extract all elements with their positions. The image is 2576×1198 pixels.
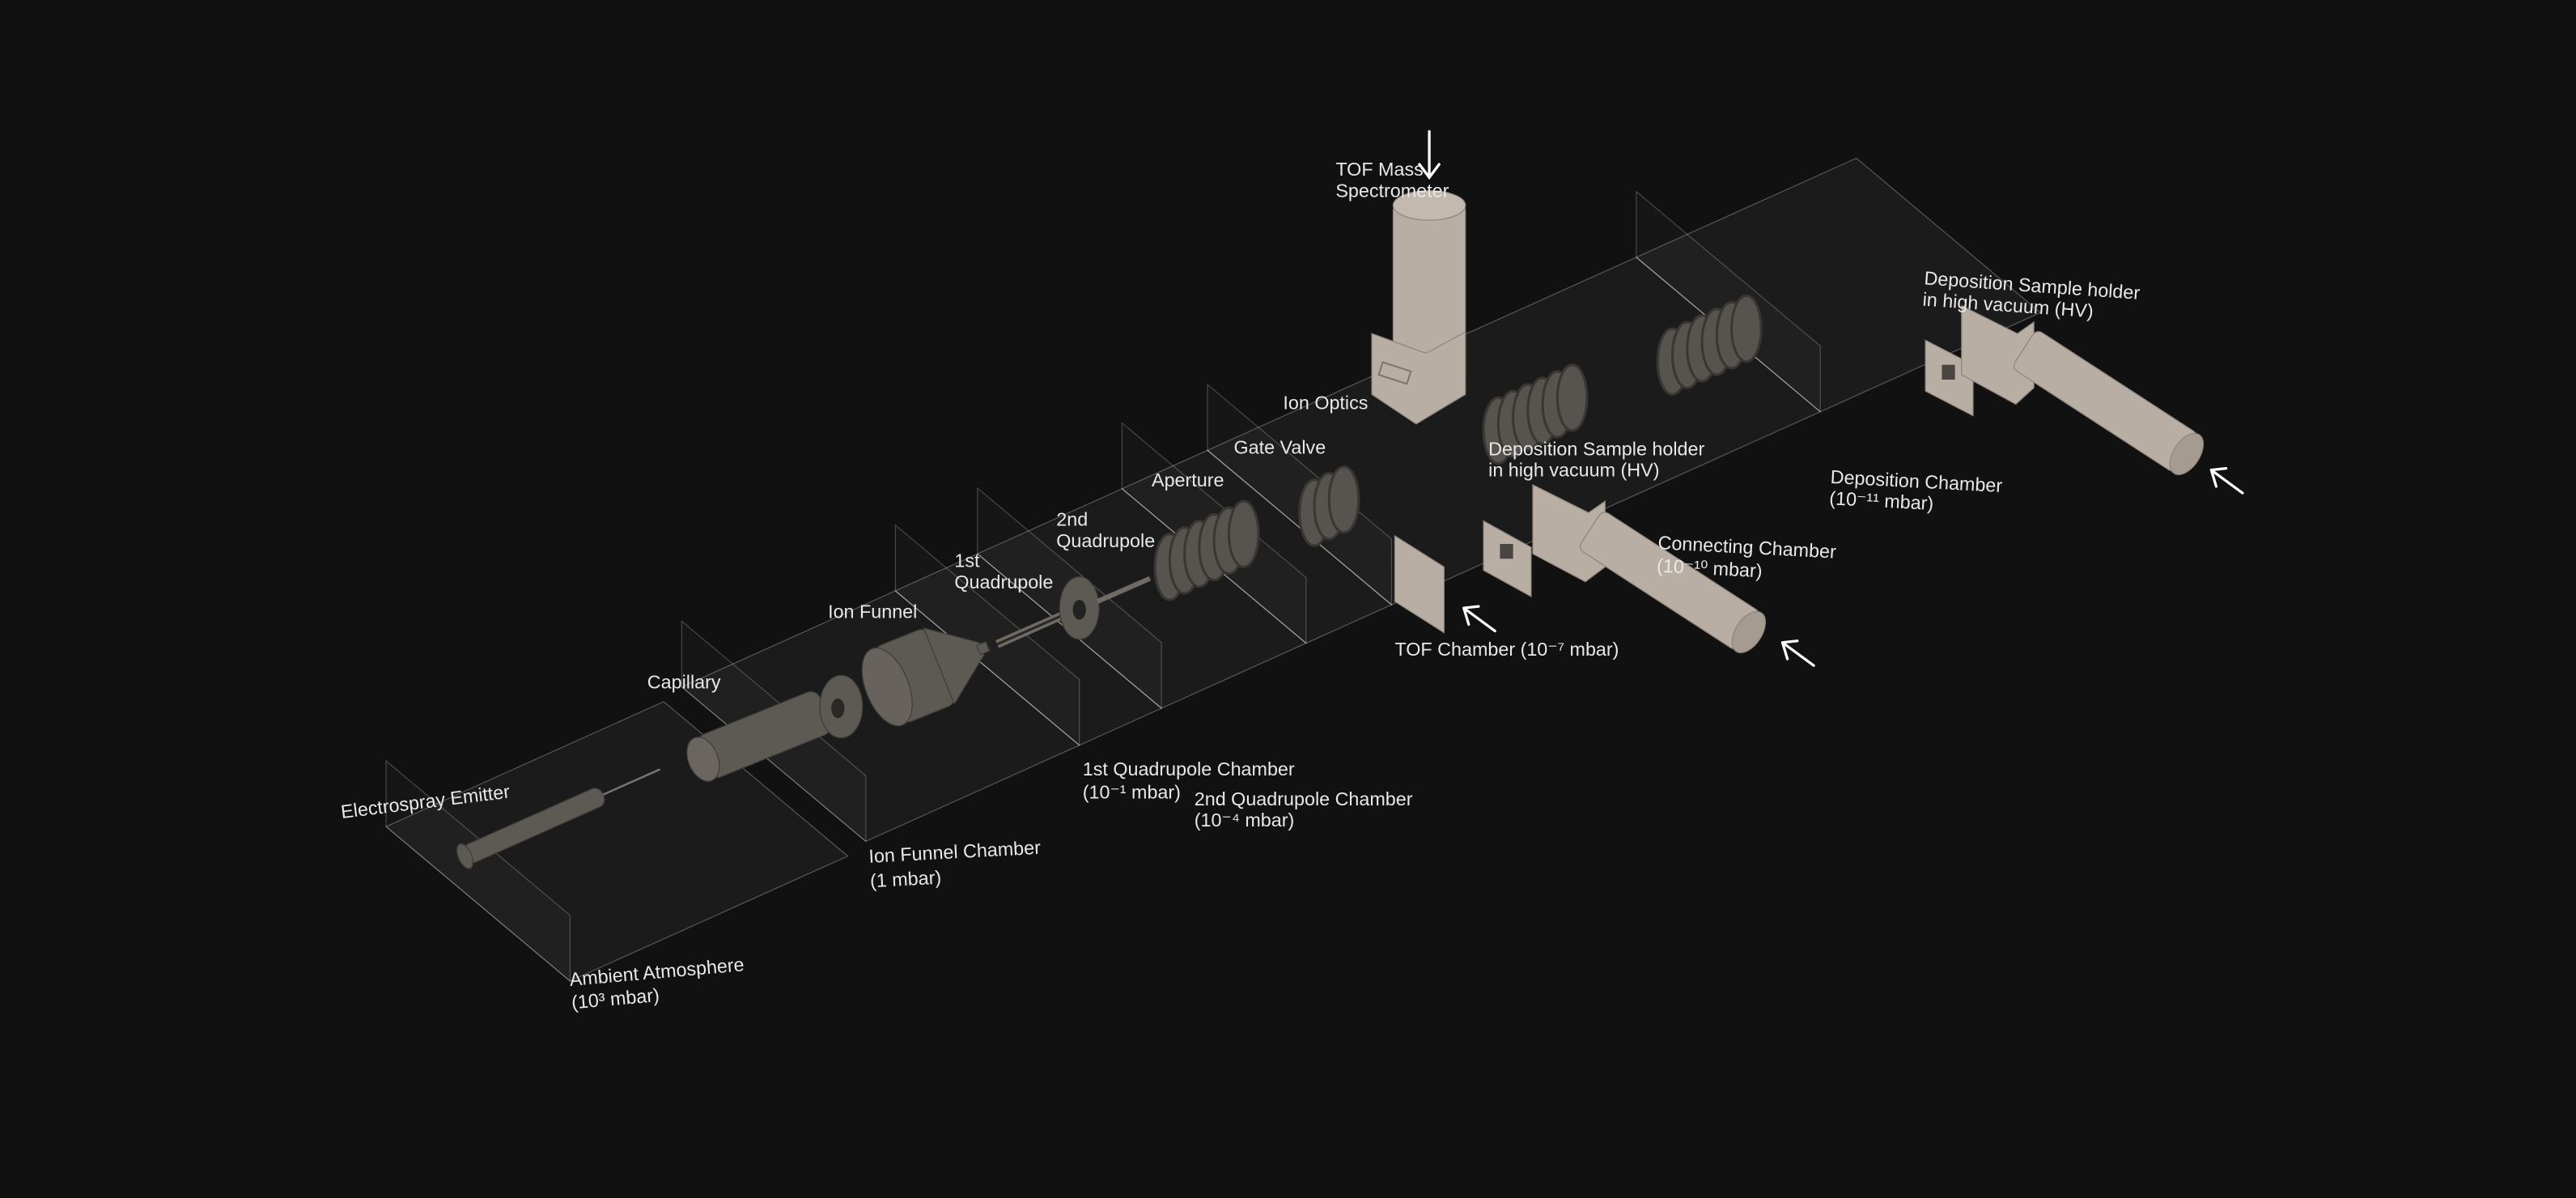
label-capillary: Capillary (647, 672, 721, 693)
label-aperture: Aperture (1152, 469, 1224, 491)
arrow-down-icon (1418, 130, 1441, 180)
label-ion-funnel-chamber: Ion Funnel Chamber(1 mbar) (868, 837, 1043, 892)
chamber-wall-first-quadrupole (894, 524, 1080, 746)
first-quadrupole (995, 576, 1152, 648)
connecting-coil (1482, 363, 1589, 465)
label-ion-optics: Ion Optics (1283, 393, 1368, 414)
label-second-quadrupole-chamber: 2nd Quadrupole Chamber(10⁻⁴ mbar) (1195, 788, 1413, 831)
second-quadrupole-coil (1153, 499, 1260, 601)
arrow-up-left-icon (2209, 466, 2244, 495)
chamber-wall-deposition (1636, 190, 1821, 413)
deposition-sample-holder-right (1925, 304, 2205, 475)
gate-valve-coil (1298, 465, 1360, 547)
chamber-floor-second-quadrupole (976, 488, 1307, 709)
label-sample-holder-right: Deposition Sample holderin high vacuum (… (1922, 267, 2141, 325)
label-deposition-chamber: Deposition Chamber(10⁻¹¹ mbar) (1829, 466, 2003, 517)
deposition-coil (1656, 294, 1763, 396)
label-connecting-chamber: Connecting Chamber(10⁻¹⁰ mbar) (1656, 532, 1836, 585)
tof-mass-spectrometer (1371, 189, 1466, 425)
ion-optics-coils (1153, 294, 1763, 601)
chamber-wall-ion-funnel (681, 620, 867, 843)
ion-funnel (861, 627, 991, 727)
chamber-wall-ambient (385, 759, 571, 983)
arrow-up-left-icon (1462, 605, 1496, 633)
electrospray-emitter (456, 768, 661, 869)
tof-plate (1394, 534, 1445, 634)
label-ion-funnel: Ion Funnel (828, 601, 917, 622)
arrow-up-left-icon (1780, 639, 1815, 667)
capillary-ring (819, 674, 864, 739)
chamber-wall-tof (1121, 422, 1307, 644)
deposition-sample-holder-mid (1483, 483, 1767, 653)
chamber-floor-first-quadrupole (894, 553, 1163, 746)
label-first-quadrupole-chamber: 1st Quadrupole Chamber(10⁻¹ mbar) (1083, 758, 1295, 802)
chamber-wall-connecting (1207, 383, 1392, 606)
label-tof-chamber: TOF Chamber (10⁻⁷ mbar) (1394, 639, 1619, 660)
label-gate-valve: Gate Valve (1234, 436, 1326, 457)
chamber-wall-second-quadrupole (977, 486, 1162, 710)
